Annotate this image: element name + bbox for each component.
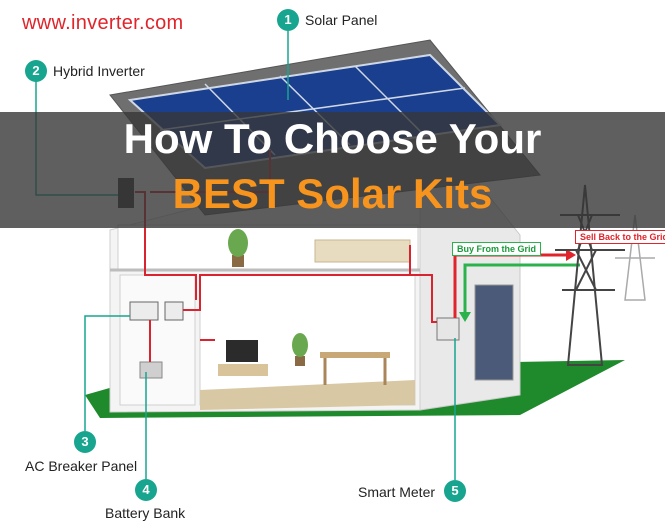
wood-floor [200,380,415,410]
callout-badge-4: 4 [135,479,157,501]
bed [314,239,411,263]
breaker-box-2 [164,301,184,321]
title-line-1: How To Choose Your [123,115,542,162]
callout-badge-2: 2 [25,60,47,82]
door [474,284,514,381]
sell-back-grid-label: Sell Back to the Grid [575,230,665,244]
smart-meter-icon [436,317,460,341]
tv [226,340,258,362]
callout-label-battery-bank: Battery Bank [105,505,186,521]
lower-room-left [119,274,196,406]
callout-badge-3: 3 [74,431,96,453]
callout-badge-1: 1 [277,9,299,31]
buy-from-grid-label: Buy From the Grid [452,242,542,256]
site-url[interactable]: www.inverter.com [22,12,184,34]
dining-table [320,352,390,358]
callout-label-ac-breaker-panel: AC Breaker Panel [25,458,138,474]
title-line-2: BEST Solar Kits [172,170,493,217]
callout-label-solar-panel: Solar Panel [305,12,378,28]
title-banner [0,112,665,228]
callout-badge-5: 5 [444,480,466,502]
callout-label-smart-meter: Smart Meter [358,484,436,500]
battery-icon [139,361,163,379]
buy-arrow [463,263,580,318]
tv-cabinet [218,364,268,376]
plant-small-icon [292,333,308,366]
callout-label-hybrid-inverter: Hybrid Inverter [53,63,145,79]
plant-icon [228,229,248,267]
breaker-panel-icon [129,301,159,321]
